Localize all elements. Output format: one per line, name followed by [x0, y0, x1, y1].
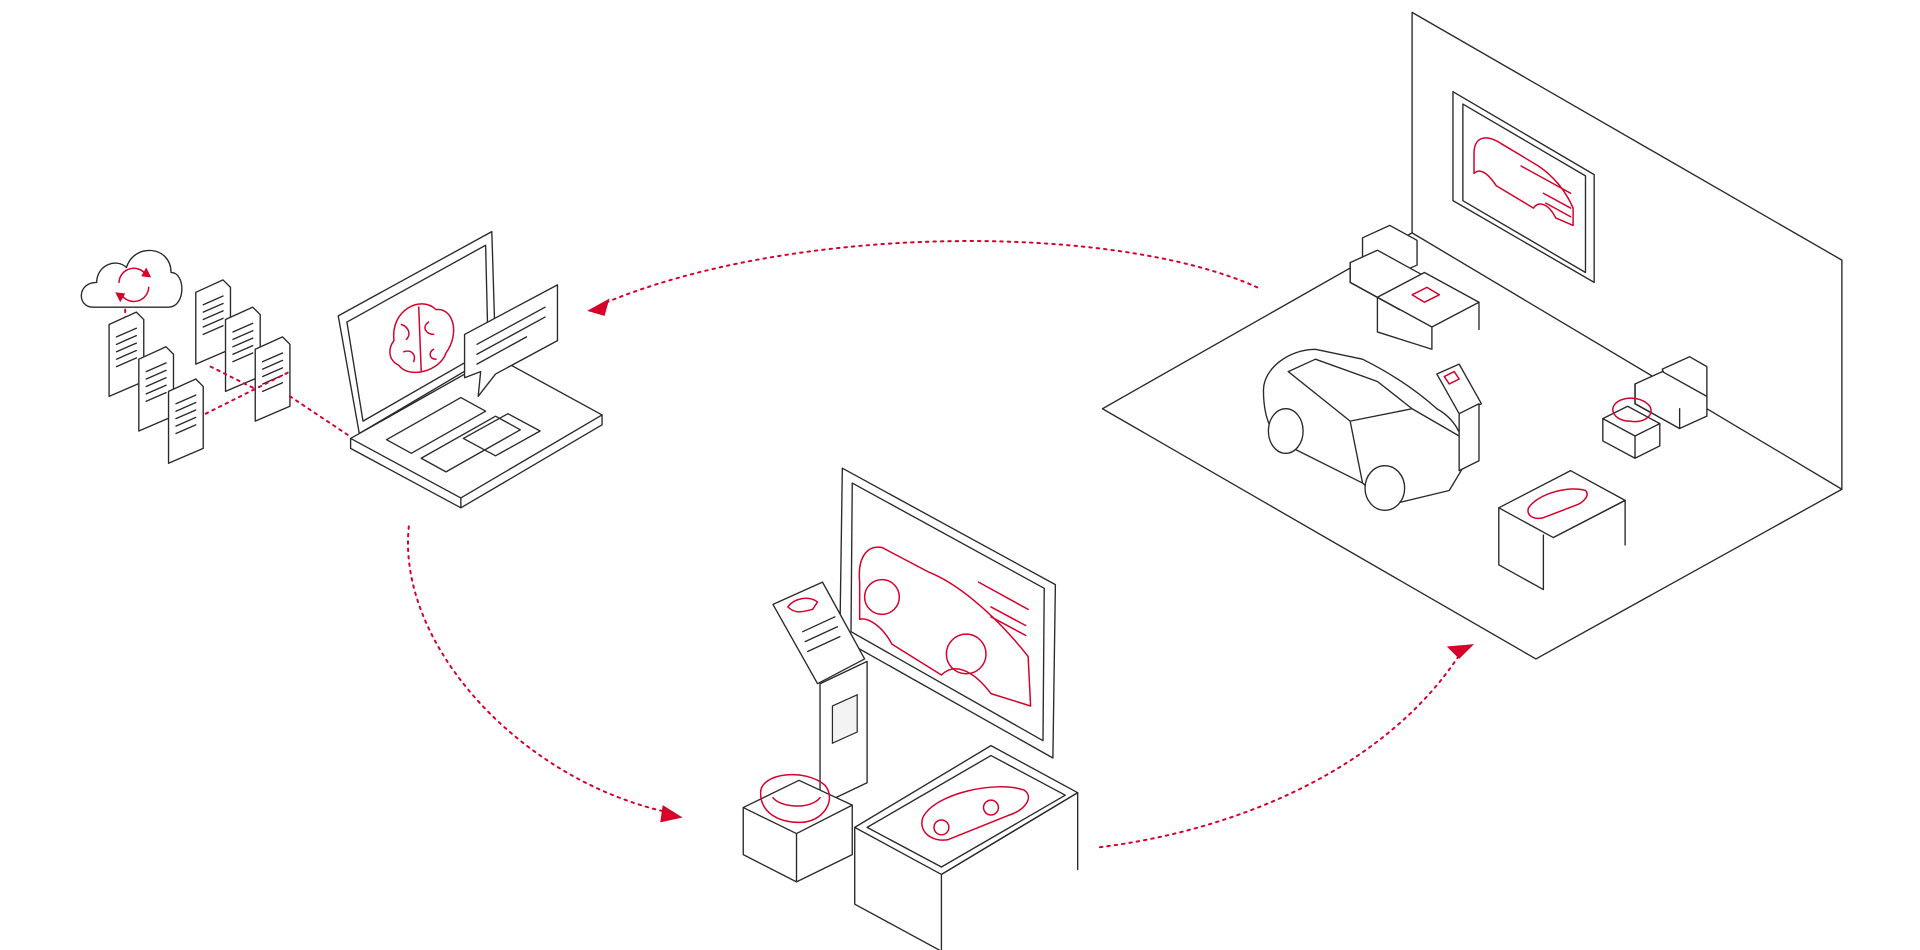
touch-table-icon: [854, 744, 1079, 950]
documents: [108, 279, 351, 464]
coffee-table: [1376, 271, 1480, 350]
document-icon: [167, 378, 204, 464]
document-icon: [138, 346, 175, 432]
workflow-arrows: [406, 240, 1475, 849]
laptop-icon: [337, 230, 603, 509]
cloud-sync-icon: [80, 249, 183, 326]
kiosk-icon: [1436, 363, 1483, 472]
armchair-icon: [1634, 356, 1708, 430]
kiosk-icon: [772, 581, 868, 806]
car-icon: [1262, 348, 1466, 511]
document-icon: [224, 306, 261, 393]
touch-table-icon: [1498, 469, 1626, 591]
vr-headset-icon: [742, 773, 853, 883]
document-icon: [195, 279, 232, 365]
display-screen-icon: [1452, 90, 1595, 284]
vr-headset-icon: [1602, 397, 1661, 459]
document-icon: [254, 336, 291, 422]
showroom-icon: [1101, 11, 1843, 660]
document-icon: [108, 311, 145, 398]
display-screen-icon: [839, 467, 1057, 759]
brain-icon: [389, 303, 455, 374]
chat-bubble-icon: [463, 284, 559, 398]
